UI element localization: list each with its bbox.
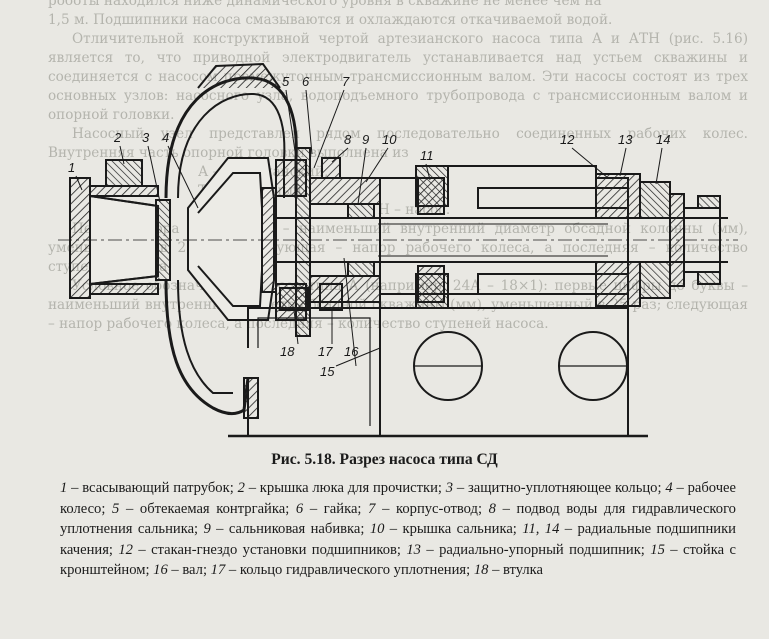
pump-section-drawing: 1 2 3 4 5 6 7 8 9 10 11 12 13 14 15 16 1… [48,48,768,448]
legend-number: 12 [118,541,133,558]
legend-number: 5 [112,500,120,517]
callout-12: 12 [560,132,575,147]
legend-number: 17 [210,562,226,578]
callout-17: 17 [318,344,333,359]
callout-2: 2 [113,130,122,145]
callout-8: 8 [344,132,352,147]
legend-number: 8 [488,500,496,517]
legend-text: – вал; [167,562,211,578]
callout-9: 9 [362,132,369,147]
callout-4: 4 [162,130,169,145]
callout-13: 13 [618,132,633,147]
impeller [187,157,277,321]
stand-bracket [228,307,648,438]
pump-drawing-svg: 1 2 3 4 5 6 7 8 9 10 11 12 13 14 15 16 1… [58,62,738,438]
legend-number: 7 [368,500,376,517]
legend-number: 9 [203,521,211,537]
bg-line-top: роботы находился ниже динамического уров… [48,0,602,9]
radial-bearing-11 [417,177,445,215]
legend-text: – стакан-гнездо установки подшипников; [132,541,407,558]
legend-number: 2 [237,480,245,496]
callout-11: 11 [420,148,434,163]
legend-text: – стойка с кронштейном; [60,541,736,579]
legend-text: – кольцо гидравлического уплотнения; [225,562,474,578]
callout-16: 16 [344,344,359,359]
legend-number: 3 [445,480,454,496]
legend-text: – втулка [488,562,544,578]
legend-number: 6 [295,500,304,517]
ring-17 [319,283,343,311]
thrust-bearing-13-lower [595,261,641,307]
radial-bearing-14 [639,181,671,219]
sleeve-18 [279,287,309,311]
callout-numbers: 1 2 3 4 5 6 7 8 9 10 11 12 13 14 15 16 1… [68,74,670,379]
legend-text: – радиальные подшипники качения; [60,521,736,558]
callout-15: 15 [320,364,335,379]
legend-number: 4 [665,480,673,496]
volute-casing [164,62,298,419]
legend-text: – крышка сальника; [384,521,523,537]
thrust-bearing-13 [595,173,641,219]
callout-1: 1 [68,160,75,175]
radial-bearing-11-lower [417,265,445,303]
legend-text: – рабочее колесо; [60,480,736,517]
suction-nozzle [69,177,159,299]
legend-text: – крышка люка для прочистки; [244,480,446,496]
legend-text: – корпус-отвод; [375,500,489,517]
callout-7: 7 [342,74,350,89]
cleaning-hatch [105,159,143,187]
legend-number: 18 [473,562,489,578]
bg-line-2: 1,5 м. Подшипники насоса смазываются и о… [48,12,613,28]
callout-10: 10 [382,132,397,147]
legend-number: 13 [406,541,421,558]
leader-lines [75,89,663,367]
legend-number: 11, 14 [522,521,560,537]
legend-text: – обтекаемая контргайка; [119,500,296,517]
legend-text: – гайка; [303,500,369,517]
legend-text: – радиально-упорный подшипник; [420,541,651,558]
legend-text: – сальниковая набивка; [210,521,370,537]
legend-number: 1 [60,480,68,496]
callout-18: 18 [280,344,295,359]
figure-legend: 1 – всасывающий патрубок; 2 – крышка люк… [60,478,736,581]
callout-6: 6 [302,74,310,89]
legend-text: – защитно-уплотняющее кольцо; [453,480,666,496]
legend-text: – всасывающий патрубок; [67,480,238,496]
figure-caption: Рис. 5.18. Разрез насоса типа СД [271,451,498,468]
bg-para-1: Отличительной конструктивной чертой арте… [48,31,748,123]
callout-5: 5 [282,74,290,89]
legend-text: – подвод воды для гидравлического уплотн… [60,500,736,538]
callout-3: 3 [142,130,150,145]
radial-bearing-14-lower [639,261,671,299]
legend-number: 16 [153,562,168,578]
legend-number: 10 [369,521,385,537]
callout-14: 14 [656,132,670,147]
legend-number: 15 [650,541,665,558]
stuffing-box [309,157,381,303]
